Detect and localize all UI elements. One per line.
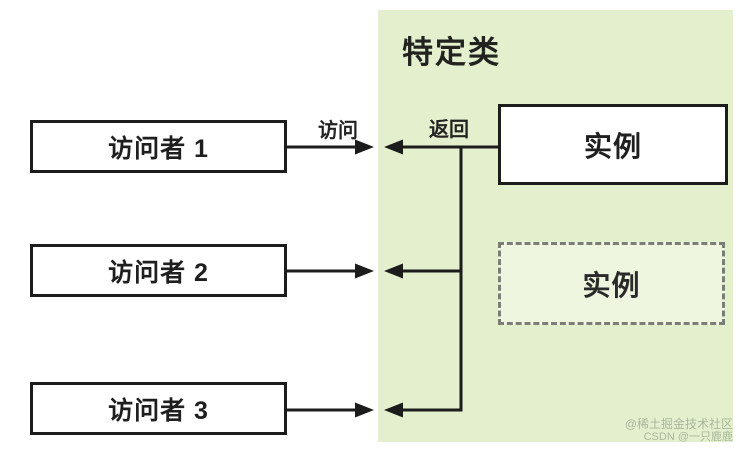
return-arrow-label: 返回	[429, 119, 469, 141]
access-arrow-label: 访问	[318, 120, 358, 142]
instance-solid-box: 实例	[498, 104, 728, 185]
watermark: @稀土掘金技术社区 CSDN @一只鹿鹿	[624, 416, 733, 444]
watermark-csdn-user: CSDN @一只鹿鹿	[643, 431, 733, 444]
instance-dashed-box: 实例	[498, 242, 725, 325]
region-title: 特定类	[402, 35, 501, 70]
instance-dashed-label: 实例	[582, 269, 641, 301]
access-arrowhead-3	[355, 402, 374, 418]
visitor-3-box: 访问者 3	[30, 382, 287, 435]
visitor-1-label: 访问者 1	[108, 134, 209, 163]
visitor-1-box: 访问者 1	[30, 120, 287, 173]
visitor-2-box: 访问者 2	[30, 244, 287, 297]
instance-solid-label: 实例	[583, 130, 642, 162]
specific-class-region	[378, 10, 733, 442]
watermark-community: @稀土掘金技术社区	[624, 416, 733, 431]
access-arrowhead-2	[355, 263, 374, 279]
visitor-3-label: 访问者 3	[108, 396, 209, 425]
visitor-2-label: 访问者 2	[108, 258, 209, 287]
